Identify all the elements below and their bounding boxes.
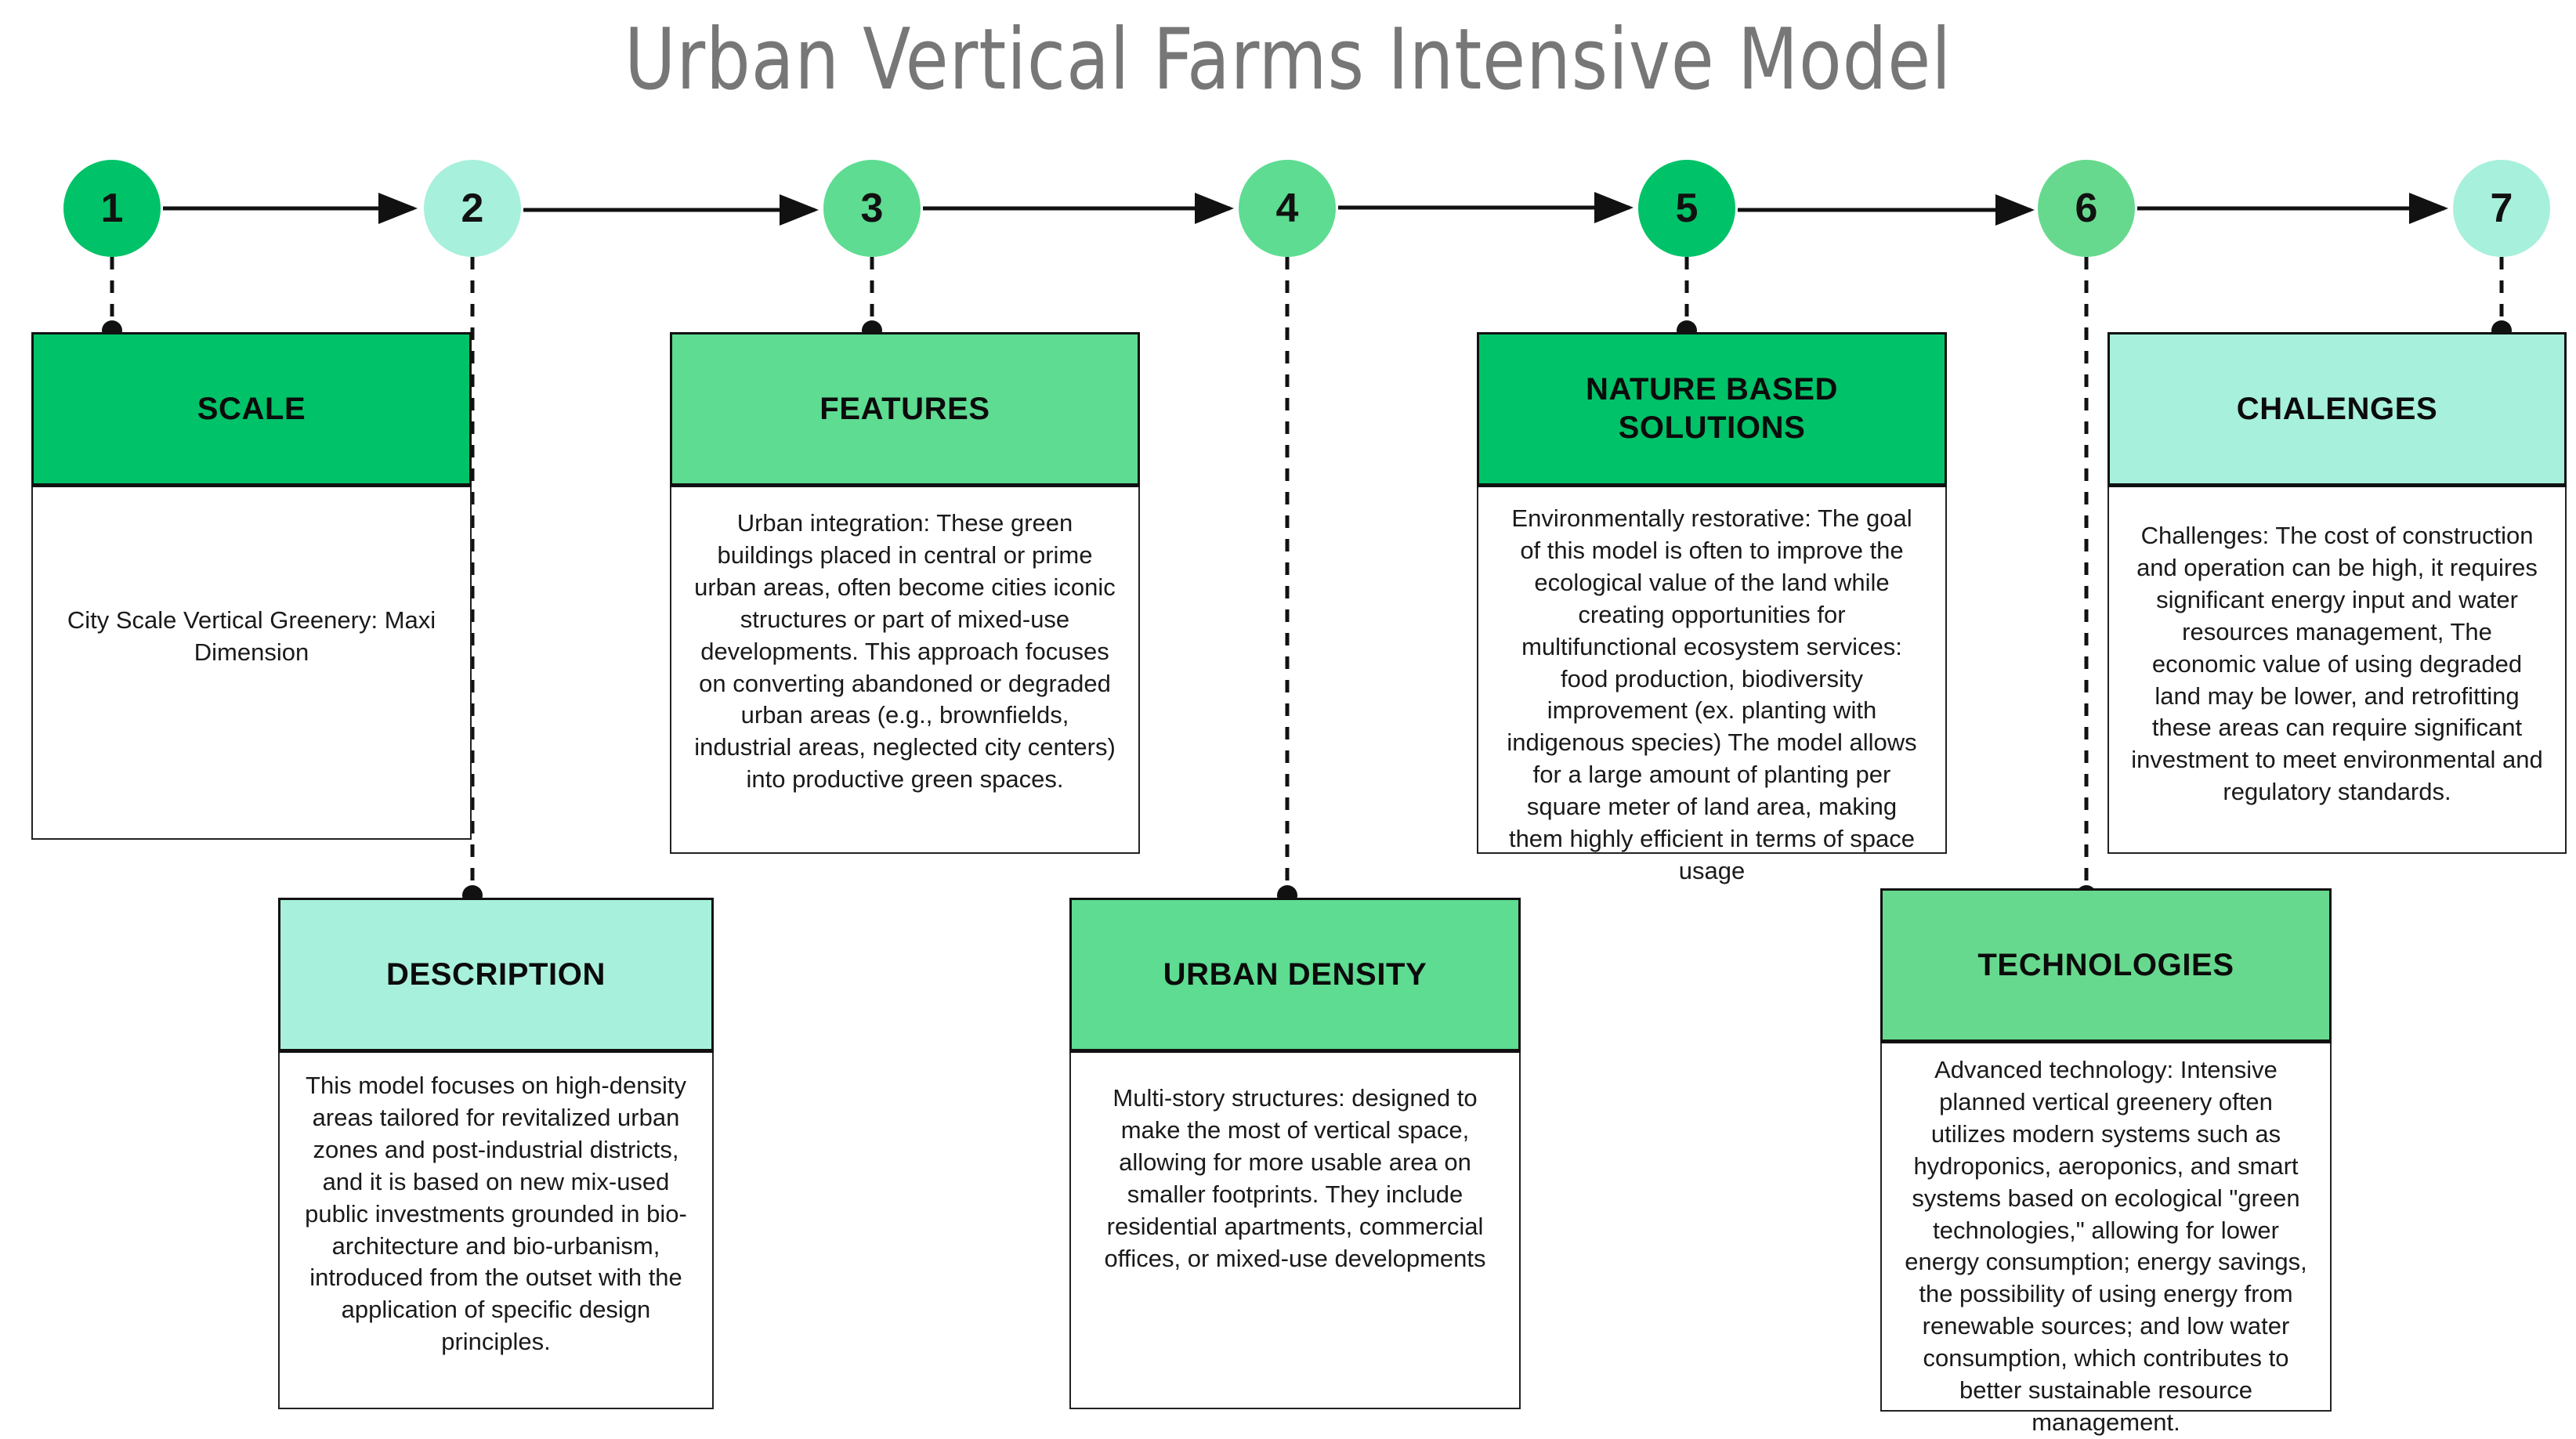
card-body-chalenges: Challenges: The cost of construction and… <box>2107 487 2567 854</box>
timeline-node-label: 2 <box>461 186 484 231</box>
card-body-text: Multi-story structures: designed to make… <box>1104 1084 1486 1272</box>
timeline-node-label: 7 <box>2490 186 2513 231</box>
card-body-text: Environmentally restorative: The goal of… <box>1507 504 1917 884</box>
card-heading: CHALENGES <box>2236 391 2438 426</box>
card-heading: NATURE BASED SOLUTIONS <box>1585 372 1839 445</box>
timeline-node-label: 6 <box>2075 186 2098 231</box>
timeline-node-4[interactable]: 4 <box>1239 160 1336 257</box>
card-urban-density[interactable]: URBAN DENSITY Multi-story structures: de… <box>1069 898 1521 1409</box>
card-chalenges[interactable]: CHALENGES Challenges: The cost of constr… <box>2107 332 2567 854</box>
card-header-urban-density: URBAN DENSITY <box>1069 898 1521 1053</box>
card-header-description: DESCRIPTION <box>278 898 714 1053</box>
card-body-text: This model focuses on high-density areas… <box>305 1072 687 1356</box>
card-header-features: FEATURES <box>670 332 1140 487</box>
card-header-technologies: TECHNOLOGIES <box>1880 888 2332 1043</box>
card-scale[interactable]: SCALE City Scale Vertical Greenery: Maxi… <box>31 332 472 840</box>
card-heading: URBAN DENSITY <box>1163 956 1427 992</box>
card-description[interactable]: DESCRIPTION This model focuses on high-d… <box>278 898 714 1409</box>
drop-lines <box>110 257 2504 893</box>
timeline-node-7[interactable]: 7 <box>2453 160 2550 257</box>
card-heading: DESCRIPTION <box>386 956 606 992</box>
card-body-text: Advanced technology: Intensive planned v… <box>1905 1056 2307 1436</box>
card-body-description: This model focuses on high-density areas… <box>278 1053 714 1409</box>
card-body-urban-density: Multi-story structures: designed to make… <box>1069 1053 1521 1409</box>
timeline-node-label: 4 <box>1275 186 1299 231</box>
card-heading: FEATURES <box>819 391 990 426</box>
timeline-node-2[interactable]: 2 <box>424 160 521 257</box>
card-header-nature-based-solutions: NATURE BASED SOLUTIONS <box>1477 332 1947 487</box>
card-heading: SCALE <box>197 391 306 426</box>
card-body-scale: City Scale Vertical Greenery: Maxi Dimen… <box>31 487 472 840</box>
card-body-nature-based-solutions: Environmentally restorative: The goal of… <box>1477 487 1947 884</box>
timeline-node-label: 5 <box>1675 186 1699 231</box>
page-title: Urban Vertical Farms Intensive Model <box>624 11 1952 109</box>
card-nature-based-solutions[interactable]: NATURE BASED SOLUTIONS Environmentally r… <box>1477 332 1947 884</box>
timeline-node-label: 3 <box>860 186 884 231</box>
timeline-arrows <box>163 192 2448 226</box>
card-body-features: Urban integration: These green buildings… <box>670 487 1140 854</box>
card-heading: TECHNOLOGIES <box>1977 947 2234 982</box>
card-body-text: City Scale Vertical Greenery: Maxi Dimen… <box>67 606 436 666</box>
card-features[interactable]: FEATURES Urban integration: These green … <box>670 332 1140 854</box>
card-body-technologies: Advanced technology: Intensive planned v… <box>1880 1043 2332 1436</box>
timeline-node-3[interactable]: 3 <box>823 160 921 257</box>
timeline-node-6[interactable]: 6 <box>2038 160 2135 257</box>
card-body-text: Urban integration: These green buildings… <box>694 509 1116 794</box>
card-technologies[interactable]: TECHNOLOGIES Advanced technology: Intens… <box>1880 888 2332 1436</box>
timeline-node-label: 1 <box>100 186 124 231</box>
card-header-scale: SCALE <box>31 332 472 487</box>
timeline-node-1[interactable]: 1 <box>63 160 161 257</box>
card-header-chalenges: CHALENGES <box>2107 332 2567 487</box>
card-body-text: Challenges: The cost of construction and… <box>2131 522 2543 806</box>
timeline-node-5[interactable]: 5 <box>1638 160 1735 257</box>
